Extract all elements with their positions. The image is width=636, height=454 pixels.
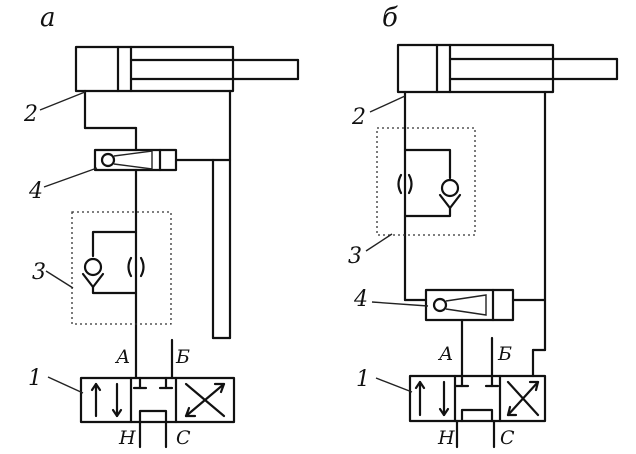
variant-b-port-b: Б: [497, 343, 512, 365]
variant-b-cylinder: [396, 43, 619, 94]
variant-b-port-c: С: [500, 427, 515, 449]
variant-b-pilot-check-valve: [424, 288, 515, 322]
variant-b-callout-1: 1: [356, 367, 370, 392]
variant-a-callout-4: 4: [28, 179, 43, 204]
variant-b-port-a: А: [437, 343, 453, 365]
variant-a: а: [23, 3, 300, 449]
variant-a-port-c: С: [176, 427, 191, 449]
variant-b-port-n: Н: [437, 427, 455, 449]
variant-b-callout-2: 2: [351, 105, 366, 130]
variant-a-directional-valve: [79, 376, 236, 424]
variant-b: б: [348, 3, 619, 449]
variant-a-lines: [83, 89, 232, 449]
variant-a-callout-1: 1: [28, 366, 42, 391]
variant-b-throttle-block: [376, 127, 476, 236]
variant-a-port-b: Б: [175, 346, 190, 368]
variant-a-label: а: [40, 3, 56, 33]
variant-a-pilot-check-valve: [93, 148, 178, 172]
variant-b-lines: [403, 90, 547, 449]
variant-a-leaders: [39, 91, 98, 394]
variant-b-callout-3: 3: [348, 244, 362, 269]
variant-b-callout-4: 4: [353, 287, 368, 312]
variant-b-directional-valve: [408, 374, 547, 423]
variant-a-port-a: А: [114, 346, 130, 368]
variant-a-throttle-block: [71, 211, 172, 325]
variant-a-callout-2: 2: [23, 102, 38, 127]
variant-a-port-n: Н: [118, 427, 136, 449]
variant-a-cylinder: [74, 45, 300, 93]
variant-b-label: б: [382, 3, 398, 33]
variant-b-leaders: [365, 95, 429, 393]
variant-a-callout-3: 3: [32, 260, 46, 285]
